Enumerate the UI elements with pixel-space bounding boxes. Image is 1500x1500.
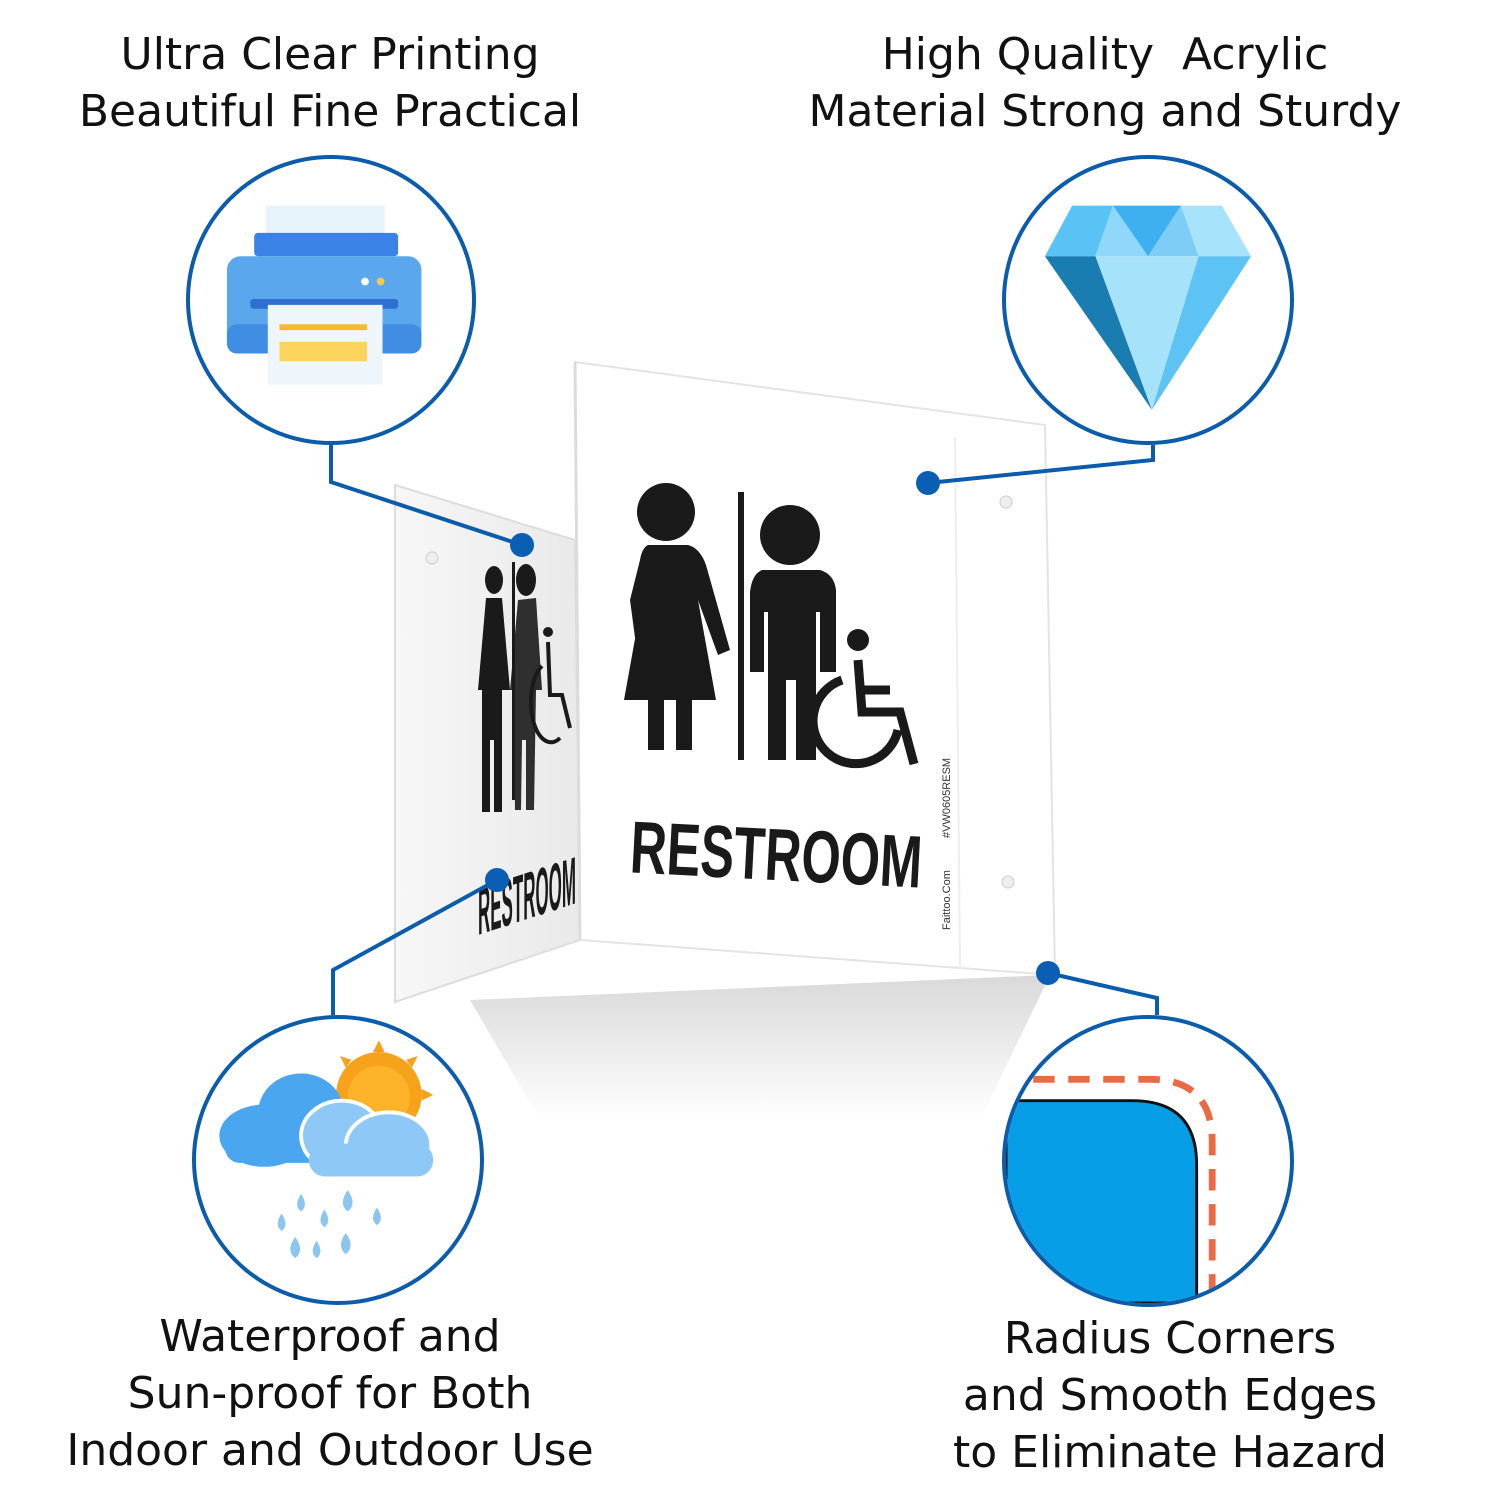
side-man-icon <box>510 564 542 810</box>
caption-line: Indoor and Outdoor Use <box>66 1425 594 1476</box>
sign-shadow <box>470 975 1050 1120</box>
raindrops-icon <box>277 1190 381 1259</box>
weather-icon <box>219 1040 434 1259</box>
feature-circle-printing <box>186 155 476 445</box>
feature-caption-material: High Quality Acrylic Material Strong and… <box>790 26 1420 140</box>
icon-divider <box>738 492 744 760</box>
sign-product-code: #VW0605RESM <box>941 758 953 838</box>
side-wheelchair-icon <box>528 627 572 745</box>
caption-line: Material Strong and Sturdy <box>808 86 1402 137</box>
rounded-corner-icon <box>1006 1075 1216 1303</box>
caption-line: Radius Corners <box>1003 1313 1337 1364</box>
caption-line: to Eliminate Hazard <box>952 1427 1387 1478</box>
caption-line: High Quality Acrylic <box>881 29 1329 80</box>
caption-line: Ultra Clear Printing <box>120 29 540 80</box>
caption-line: Waterproof and <box>159 1311 501 1362</box>
sign-label: RESTROOM <box>628 805 924 903</box>
feature-circle-weather <box>192 1015 484 1305</box>
caption-line: Sun-proof for Both <box>127 1368 533 1419</box>
diamond-icon <box>1044 205 1252 410</box>
side-woman-icon <box>478 566 510 812</box>
wheelchair-icon <box>808 629 919 769</box>
feature-caption-corners: Radius Corners and Smooth Edges to Elimi… <box>940 1310 1400 1481</box>
mount-hole <box>425 551 439 565</box>
cloud-icon <box>299 1098 434 1181</box>
mount-hole <box>1001 875 1015 889</box>
feature-caption-weather: Waterproof and Sun-proof for Both Indoor… <box>40 1308 620 1479</box>
feature-circle-corners <box>1002 1015 1294 1307</box>
feature-circle-material <box>1002 155 1294 445</box>
woman-icon <box>624 483 730 750</box>
mount-hole <box>999 495 1013 509</box>
feature-caption-printing: Ultra Clear Printing Beautiful Fine Prac… <box>60 26 600 140</box>
caption-line: and Smooth Edges <box>962 1370 1378 1421</box>
caption-line: Beautiful Fine Practical <box>78 86 582 137</box>
printer-icon <box>226 205 422 385</box>
sign-brand: Faittoo.Com <box>941 870 953 930</box>
